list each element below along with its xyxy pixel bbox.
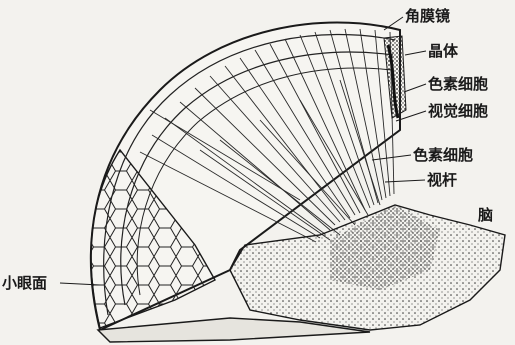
label-pigment-cell-lower: 色素细胞 — [413, 148, 473, 163]
label-brain: 脑 — [478, 208, 493, 223]
label-cornea-lens: 角膜镜 — [405, 9, 450, 24]
label-rhabdom: 视杆 — [427, 173, 457, 188]
label-facet: 小眼面 — [2, 276, 47, 291]
label-crystalline-cone: 晶体 — [428, 44, 458, 59]
label-pigment-cell-upper: 色素细胞 — [428, 77, 488, 92]
label-retinula-cell: 视觉细胞 — [428, 104, 488, 119]
